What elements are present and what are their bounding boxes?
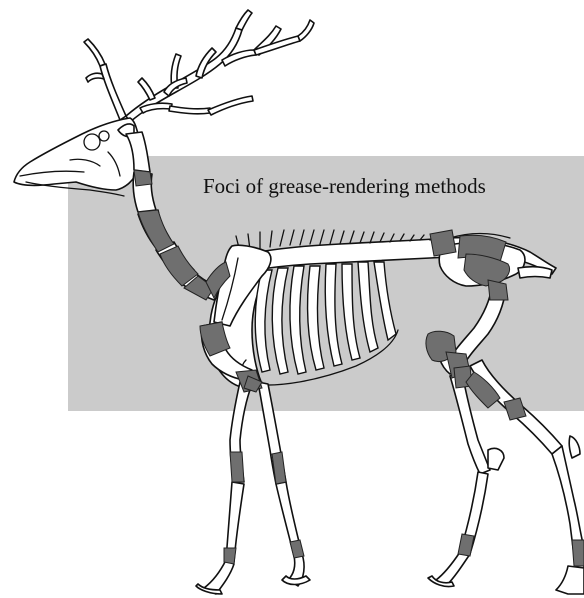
focus-front-hind-distal	[458, 534, 474, 556]
focus-right-radius-end	[272, 452, 286, 484]
focus-lumbar	[430, 230, 456, 256]
focus-right-cannon-end	[290, 540, 304, 558]
figure-caption: Foci of grease-rendering methods	[203, 174, 486, 198]
antlers	[84, 10, 314, 122]
focus-left-cannon-end	[224, 548, 236, 564]
focus-rear-hind-distal	[572, 540, 584, 566]
focus-atlas	[134, 170, 152, 186]
focus-left-radius-end	[230, 452, 244, 482]
